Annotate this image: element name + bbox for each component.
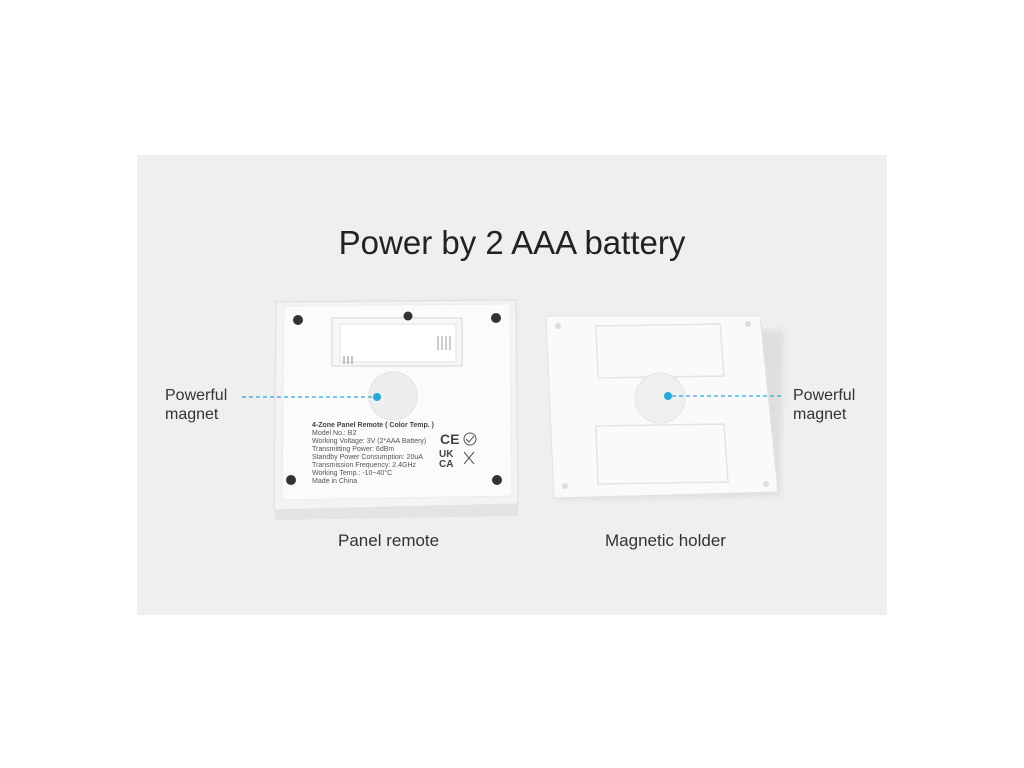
holder-magnet-disc bbox=[634, 372, 686, 424]
battery-compartment bbox=[331, 317, 463, 367]
left-callout-label: Powerful magnet bbox=[165, 386, 227, 424]
spec-line: Model No.: B2 bbox=[312, 430, 357, 437]
recycle-mark-icon bbox=[463, 432, 477, 446]
spec-line: Made in China bbox=[312, 478, 358, 485]
panel-remote-caption: Panel remote bbox=[338, 531, 440, 550]
headline: Power by 2 AAA battery bbox=[338, 224, 686, 261]
panel-remote bbox=[273, 299, 519, 520]
ukca-top: UK bbox=[439, 449, 454, 460]
spec-heading: 4-Zone Panel Remote ( Color Temp. ) bbox=[312, 422, 434, 429]
screws bbox=[286, 311, 502, 485]
right-callout-line2: magnet bbox=[793, 406, 847, 423]
spec-line: Standby Power Consumption: 20uA bbox=[312, 454, 423, 461]
spec-label: 4-Zone Panel Remote ( Color Temp. ) Mode… bbox=[312, 422, 452, 486]
spec-line: Transmission Frequency: 2.4GHz bbox=[312, 462, 416, 469]
magnetic-holder-caption: Magnetic holder bbox=[605, 531, 726, 550]
spec-line: Transmitting Power: 6dBm bbox=[312, 446, 395, 453]
ukca-bottom: CA bbox=[439, 459, 454, 470]
left-callout-dot bbox=[373, 393, 381, 401]
left-callout-line2: magnet bbox=[165, 406, 219, 423]
spec-line: Working Temp.: -10~40°C bbox=[312, 470, 393, 477]
ce-mark: CE bbox=[440, 431, 460, 447]
spec-line: Working Voltage: 3V (2*AAA Battery) bbox=[312, 438, 427, 445]
right-callout-line1: Powerful bbox=[793, 387, 856, 404]
left-callout-line1: Powerful bbox=[165, 387, 228, 404]
magnet-disc bbox=[368, 371, 418, 421]
ukca-mark: UK CA bbox=[439, 450, 453, 470]
weee-bin-icon bbox=[463, 451, 475, 465]
right-callout-dot bbox=[664, 392, 672, 400]
right-callout-label: Powerful magnet bbox=[793, 386, 855, 424]
magnetic-holder bbox=[545, 315, 784, 500]
